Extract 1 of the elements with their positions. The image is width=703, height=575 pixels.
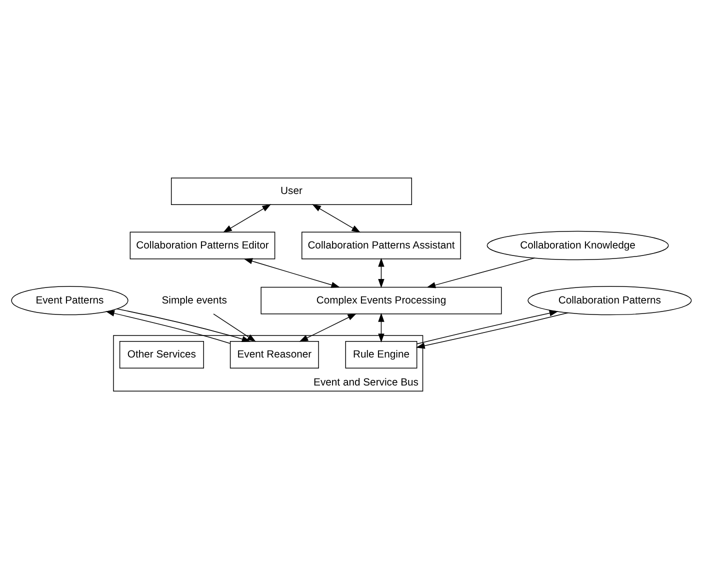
node-text: Simple events [162,295,227,306]
